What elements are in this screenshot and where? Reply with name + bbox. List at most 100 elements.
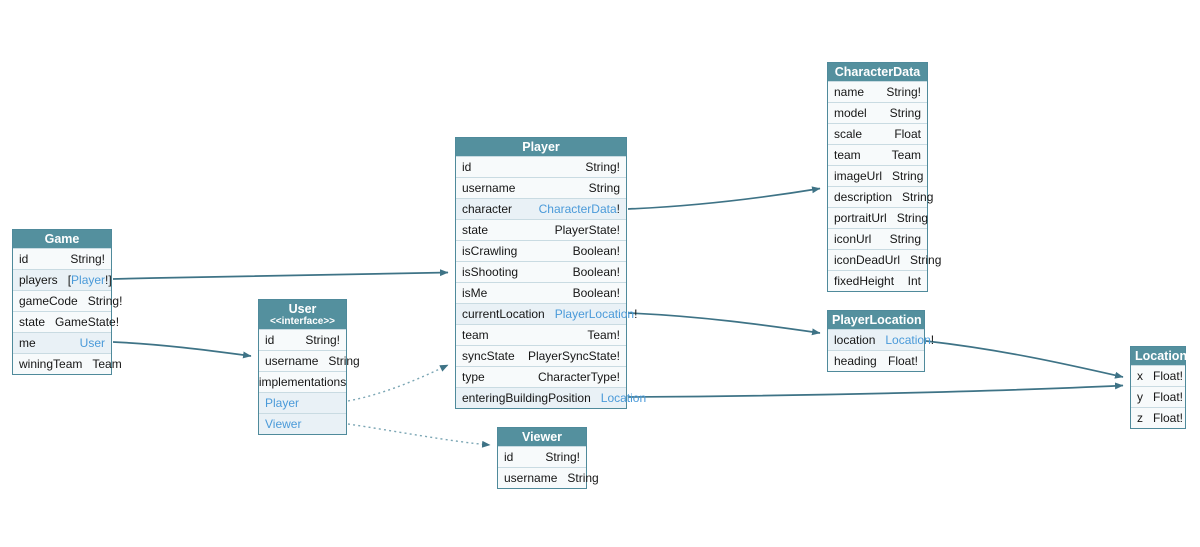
field-type: PlayerLocation! [555,307,638,321]
type-text: Boolean! [572,286,620,300]
field-name: type [462,370,485,384]
field-row-user-implementations[interactable]: implementations [259,371,346,392]
field-type: String [567,471,598,485]
type-text: Team! [587,328,620,342]
field-row-game-players[interactable]: players[Player!] [13,269,112,290]
implementation-link[interactable]: Player [265,396,300,410]
field-name: enteringBuildingPosition [462,391,591,405]
type-text: String [328,354,360,368]
node-title-playerLocation[interactable]: PlayerLocation [828,311,924,329]
field-type: String! [88,294,123,308]
implementation-link[interactable]: Viewer [265,417,302,431]
node-title-location[interactable]: Location [1131,347,1187,365]
field-row-user-Player[interactable]: Player [259,392,346,413]
field-name: implementations [258,375,347,389]
field-type: String [892,169,923,183]
type-text: String [910,253,942,267]
field-row-characterData-portraitUrl[interactable]: portraitUrl String [828,207,928,228]
node-title-player[interactable]: Player [456,138,626,156]
type-link[interactable]: Location [885,333,931,347]
field-row-player-type[interactable]: type CharacterType! [456,366,626,387]
type-link[interactable]: PlayerLocation [554,307,635,321]
node-title-game[interactable]: Game [13,230,111,248]
field-name: id [265,333,275,347]
field-row-user-id[interactable]: id String! [259,329,346,350]
field-type: String! [305,333,340,347]
field-row-characterData-fixedHeight[interactable]: fixedHeight Int [828,270,927,291]
field-type: String [902,190,933,204]
type-text: !] [105,273,112,287]
node-title-user[interactable]: User<<interface>> [259,300,346,329]
field-type: Int [908,274,921,288]
field-name: imageUrl [834,169,883,183]
type-text: PlayerState! [554,223,620,237]
type-link[interactable]: CharacterData [538,202,617,216]
field-name: portraitUrl [834,211,887,225]
type-text: Float! [887,354,918,368]
field-name: fixedHeight [834,274,895,288]
type-text: String! [87,294,123,308]
field-row-player-currentLocation[interactable]: currentLocation PlayerLocation! [456,303,637,324]
type-link[interactable]: Player [71,273,106,287]
field-type: PlayerSyncState! [528,349,620,363]
field-type: GameState! [55,315,119,329]
field-row-characterData-imageUrl[interactable]: imageUrl String [828,165,927,186]
type-text: String! [305,333,340,347]
edge-Game-me [112,341,252,359]
node-title-viewer[interactable]: Viewer [498,428,586,446]
field-row-player-enteringBuildingPosition[interactable]: enteringBuildingPosition Location [456,387,646,408]
field-row-player-isMe[interactable]: isMe Boolean! [456,282,626,303]
type-text: Team [891,148,921,162]
field-name: currentLocation [462,307,545,321]
node-title-characterData[interactable]: CharacterData [828,63,927,81]
edge-User-Player [347,364,449,402]
type-link[interactable]: Location [600,391,647,405]
type-text: ! [634,307,638,321]
field-type: String [897,211,928,225]
field-type: Float [894,127,921,141]
field-name: isMe [462,286,488,300]
type-text: Float! [1153,411,1184,425]
type-link[interactable]: User [79,336,105,350]
field-row-user-Viewer[interactable]: Viewer [259,413,346,434]
type-text: CharacterType! [537,370,620,384]
edge-Player-character [627,186,821,210]
field-type: Boolean! [573,286,620,300]
field-type: CharacterData! [539,202,620,216]
